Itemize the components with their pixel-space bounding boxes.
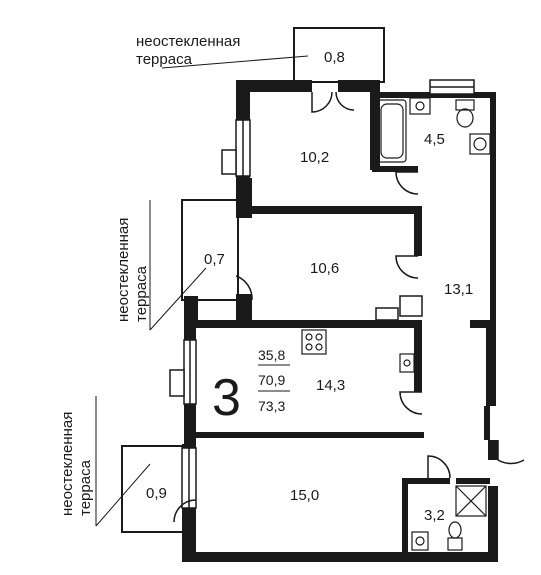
terraces <box>121 27 385 533</box>
note-mid: неостекленная терраса <box>115 218 150 322</box>
total-area-with-terraces: 73,3 <box>258 398 285 414</box>
area-bath-bottom: 3,2 <box>424 507 445 524</box>
area-balcony-top: 0,8 <box>324 49 345 66</box>
terrace-mid <box>181 199 239 301</box>
area-kitchen: 14,3 <box>316 377 345 394</box>
leader-lines <box>95 55 309 527</box>
windows <box>169 79 475 509</box>
room-count: 3 <box>212 369 241 427</box>
note-mid-line1: неостекленная <box>115 218 132 322</box>
area-room-top: 10,2 <box>300 149 329 166</box>
note-top-line1: неостекленная <box>136 33 240 50</box>
living-area: 35,8 <box>258 347 285 363</box>
balcony-top <box>293 27 385 83</box>
area-room-mid: 10,6 <box>310 260 339 277</box>
area-terrace-bottom: 0,9 <box>146 485 167 502</box>
note-bottom-line1: неостекленная <box>59 412 76 516</box>
total-area: 70,9 <box>258 372 285 388</box>
area-room-bottom: 15,0 <box>290 487 319 504</box>
doors <box>173 91 525 523</box>
apartment-summary: 3 35,8 70,9 73,3 <box>212 347 290 427</box>
note-bottom-line2: терраса <box>77 459 94 516</box>
note-top-line2: терраса <box>136 51 193 68</box>
fixtures <box>301 97 491 551</box>
area-bath-top: 4,5 <box>424 131 445 148</box>
area-corridor: 13,1 <box>444 281 473 298</box>
note-top: неостекленная терраса <box>136 33 240 68</box>
note-mid-line2: терраса <box>133 265 150 322</box>
area-terrace-mid: 0,7 <box>204 251 225 268</box>
note-bottom: неостекленная терраса <box>59 412 94 516</box>
